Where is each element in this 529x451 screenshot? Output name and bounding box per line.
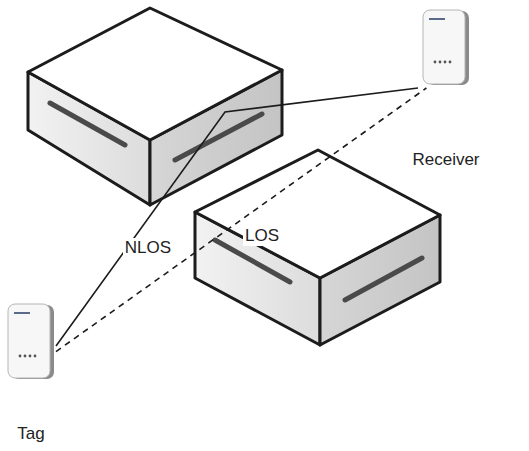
device-node: Receiver — [418, 8, 474, 88]
device-label: Receiver — [412, 150, 479, 170]
device-icon — [6, 302, 56, 382]
device-label: Tag — [17, 424, 44, 444]
obstacle-box — [195, 150, 440, 345]
path-label: NLOS — [123, 238, 173, 258]
los-path — [56, 88, 426, 352]
nlos-path — [56, 88, 418, 346]
obstacle-box — [28, 8, 282, 205]
path-label: LOS — [243, 226, 281, 246]
device-node: Tag — [6, 302, 56, 382]
device-icon — [418, 8, 474, 88]
